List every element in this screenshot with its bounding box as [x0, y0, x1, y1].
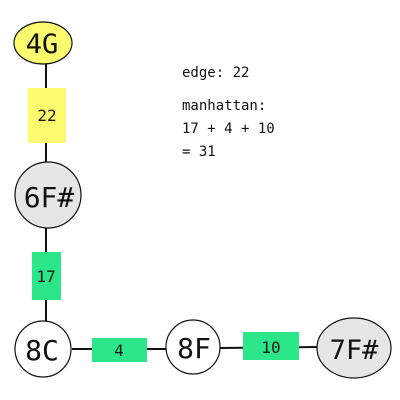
node-label: 7F# [330, 335, 380, 366]
edge-6fs-8c: 17 [32, 252, 61, 300]
node-shape [13, 21, 73, 65]
node-label: 8F [177, 332, 211, 365]
edge-weight-label: 10 [261, 338, 280, 357]
node-6fs: 6F# [14, 161, 82, 229]
node-4g: 4G [13, 21, 73, 65]
edge-weight-label: 22 [37, 106, 56, 125]
node-label: 4G [26, 29, 59, 60]
node-label: 8C [25, 334, 59, 367]
node-7fs: 7F# [316, 317, 392, 379]
edge-weight-label: 17 [36, 267, 55, 286]
node-label: 6F# [24, 181, 75, 214]
edge-weight-box [28, 88, 66, 143]
node-shape [316, 317, 392, 379]
edge-8c-8f: 4 [92, 338, 147, 362]
info-panel: edge: 22 manhattan: 17 + 4 + 10 = 31 [182, 65, 275, 160]
node-8c: 8C [14, 320, 72, 378]
edge-weight-box [243, 332, 299, 360]
edge-info: edge: 22 [182, 65, 249, 81]
node-shape [14, 161, 82, 229]
edge-weight-label: 4 [114, 341, 124, 360]
edge-weight-box [32, 252, 61, 300]
node-shape [14, 320, 72, 378]
manhattan-label: manhattan: [182, 98, 266, 114]
edge-weight-box [92, 338, 147, 362]
node-shape [165, 319, 221, 375]
edge-8f-7fs: 10 [243, 332, 299, 360]
manhattan-total: = 31 [182, 144, 216, 160]
edge-4g-6fs: 22 [28, 88, 66, 143]
manhattan-sum: 17 + 4 + 10 [182, 121, 275, 137]
node-8f: 8F [165, 319, 221, 375]
